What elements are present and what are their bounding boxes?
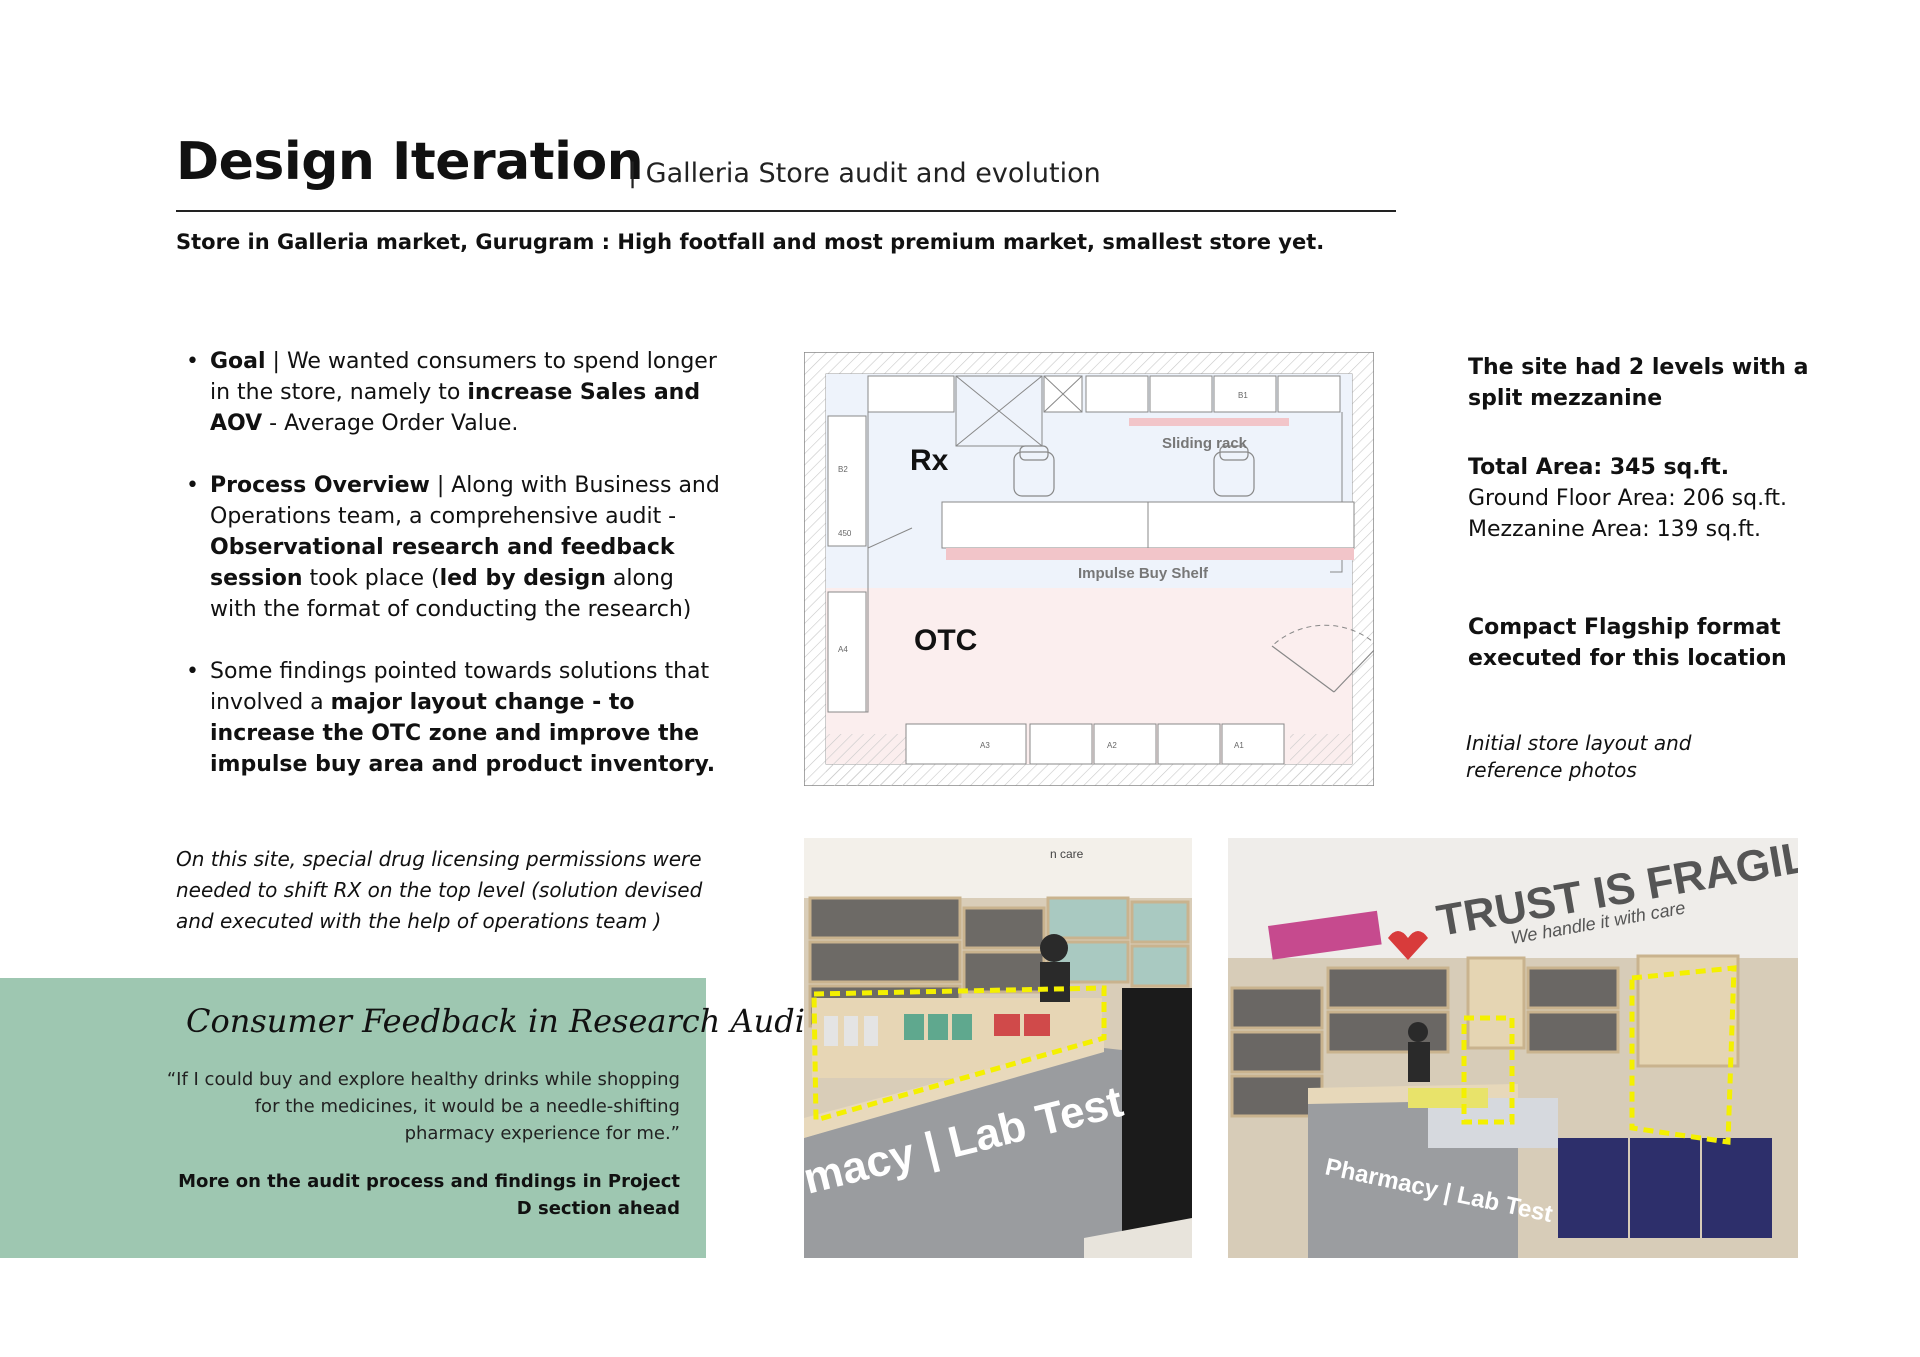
cabinet-label: A3: [980, 741, 990, 750]
process-text-2: took place (: [302, 566, 440, 591]
intro-text: Store in Galleria market, Gurugram : Hig…: [176, 230, 1325, 254]
inner-door: [867, 527, 913, 549]
total-area: Total Area: 345 sq.ft.: [1468, 455, 1730, 480]
bottom-cabinets: [905, 723, 1285, 765]
ground-area: Ground Floor Area: 206 sq.ft.: [1468, 486, 1788, 511]
process-bold: Observational research and feedback sess…: [210, 535, 675, 591]
info-format: Compact Flagship format executed for thi…: [1468, 612, 1828, 674]
process-text-3: along with the format of conducting the …: [210, 566, 692, 622]
entrance-door: [1333, 649, 1374, 693]
impulse-shelf-highlight: [946, 548, 1354, 560]
plan-caption: Initial store layout and reference photo…: [1466, 731, 1692, 782]
store-photo-right: TRUST IS FRAGILE We handle it with care: [1228, 838, 1798, 1258]
findings-text: Some findings pointed towards solutions …: [210, 659, 710, 715]
cabinet-label: A4: [838, 645, 848, 654]
mezzanine-area: Mezzanine Area: 139 sq.ft.: [1468, 517, 1762, 542]
impulse-shelf-label: Impulse Buy Shelf: [1078, 565, 1209, 582]
bullet-goal: Goal | We wanted consumers to spend long…: [186, 346, 726, 439]
sliding-rack-label: Sliding rack: [1162, 435, 1248, 452]
bullet-findings: Some findings pointed towards solutions …: [186, 656, 726, 780]
feedback-panel: Consumer Feedback in Research Audit “If …: [0, 978, 818, 1258]
sliding-rack-highlight: [1129, 418, 1289, 426]
feedback-more: More on the audit process and findings i…: [178, 1171, 680, 1219]
floor-plan: Rx OTC Sliding rack Impulse Buy Shelf B1…: [804, 352, 1374, 786]
cabinet-label: 450: [838, 529, 852, 538]
feedback-title: Consumer Feedback in Research Audit: [186, 1002, 818, 1040]
goal-text-end: - Average Order Value.: [262, 411, 519, 436]
licensing-note: On this site, special drug licensing per…: [176, 847, 703, 933]
inner-wall-right: [1330, 412, 1343, 573]
inner-wall: [828, 412, 869, 713]
top-cabinets: [867, 375, 1341, 447]
goal-text: | We wanted consumers to spend longer in…: [210, 349, 717, 405]
cabinet-label: A2: [1107, 741, 1117, 750]
info-levels: The site had 2 levels with a split mezza…: [1468, 352, 1828, 414]
goal-bold: increase Sales and AOV: [210, 380, 701, 436]
feedback-quote: “If I could buy and explore healthy drin…: [166, 1069, 680, 1144]
chair-icon: [1213, 445, 1255, 497]
format-text: Compact Flagship format executed for thi…: [1468, 615, 1787, 671]
entrance-door-swing: [1271, 624, 1374, 647]
left-cabinets: [827, 415, 867, 713]
info-area: Total Area: 345 sq.ft. Ground Floor Area…: [1468, 452, 1828, 545]
cabinet-label: B1: [1238, 391, 1248, 400]
page-subtitle: | Galleria Store audit and evolution: [628, 158, 1101, 189]
cabinet-label: A1: [1234, 741, 1244, 750]
counter: [941, 501, 1355, 549]
bullet-process: Process Overview | Along with Business a…: [186, 470, 726, 625]
process-label: Process Overview: [210, 473, 430, 498]
zone-label-otc: OTC: [914, 624, 977, 657]
plan-wall-corner-right: [1290, 734, 1352, 786]
zone-label-rx: Rx: [910, 444, 949, 477]
header: Design Iteration | Galleria Store audit …: [176, 128, 1396, 212]
process-text: | Along with Business and Operations tea…: [210, 473, 720, 529]
chair-icon: [1013, 445, 1055, 497]
bullet-list: Goal | We wanted consumers to spend long…: [186, 346, 726, 811]
page-title: Design Iteration: [176, 132, 644, 192]
entrance-door: [1271, 645, 1335, 693]
levels-text: The site had 2 levels with a split mezza…: [1468, 355, 1809, 411]
cabinet-label: B2: [838, 465, 848, 474]
goal-label: Goal: [210, 349, 266, 374]
plan-wall-corner-left: [826, 734, 906, 786]
process-bold-2: led by design: [439, 566, 606, 591]
photo-left-top-text: n care: [1050, 847, 1084, 861]
store-photo-left: macy | Lab Test n care: [804, 838, 1192, 1258]
findings-bold: major layout change - to increase the OT…: [210, 690, 716, 777]
